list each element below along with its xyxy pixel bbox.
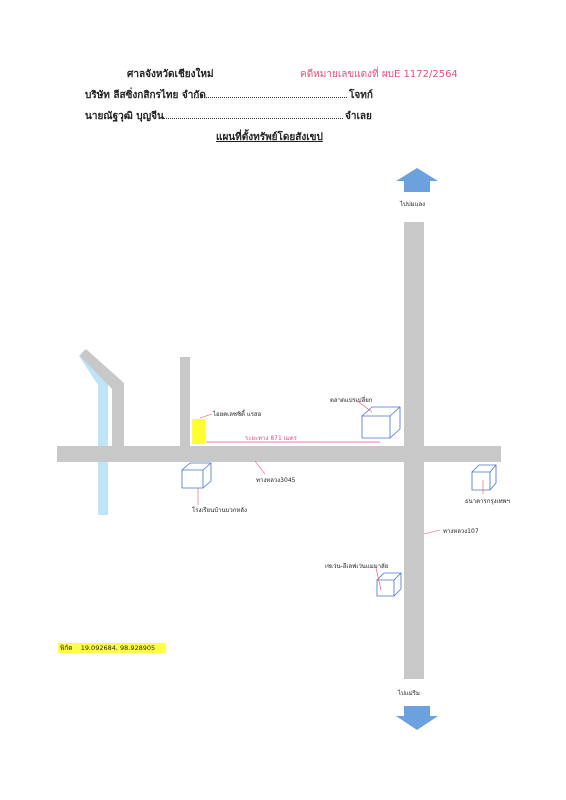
plaintiff-dotted-line (192, 97, 347, 98)
property-label: ไอยคเลซซิตี้ แรสอ (213, 411, 262, 418)
south-direction-label: ไปแม่ริม (398, 690, 420, 697)
court-name: ศาลจังหวัดเชียงใหม่ (127, 69, 214, 80)
property-marker (192, 419, 205, 444)
road-107-label: ทางหลวง107 (443, 528, 479, 535)
bank-label: ธนาคารกรุงเทพฯ (465, 498, 510, 505)
north-direction-label: ไปบ่มแลง (400, 201, 426, 208)
coordinates-value: 19.092684, 98.928905 (80, 644, 156, 652)
road-3045 (57, 446, 501, 462)
market-building-icon (361, 406, 401, 439)
coordinates-box: พิกัด 19.092684, 98.928905 (58, 643, 165, 653)
school-label: โรงเรียนบ้านบวกหลัง (192, 507, 247, 514)
case-number: คดีหมายเลขแดงที่ ผบE 1172/2564 (300, 69, 458, 80)
defendant-role: จำเลย (345, 111, 372, 122)
north-arrow-icon (396, 168, 438, 192)
south-arrow-icon (396, 706, 438, 730)
distance-label: ระยะทาง 871 เมตร (245, 435, 297, 442)
side-road (180, 357, 190, 446)
map-title: แผนที่ตั้งทรัพย์โดยสังเขป (216, 132, 323, 143)
label-pointers (197, 399, 484, 591)
seven-eleven-label: เซเว่น-อีเลฟเว่นแมมาลัย (325, 563, 389, 570)
plaintiff-role: โจทก์ (349, 90, 373, 101)
defendant-name: นายณัฐวุฒิ บุญจีน (85, 111, 164, 122)
road-107 (404, 222, 424, 679)
market-label: ตลาดแปรเปลี่ยก (330, 397, 373, 404)
coordinates-label: พิกัด (60, 644, 73, 652)
diagonal-road (80, 349, 124, 446)
river (79, 350, 108, 515)
school-building-icon (181, 462, 212, 489)
bank-building-icon (471, 464, 497, 491)
defendant-dotted-line (163, 118, 343, 119)
plaintiff-name: บริษัท ลีสซิ่งกสิกรไทย จำกัด (85, 90, 206, 101)
seven-eleven-building-icon (376, 572, 402, 597)
road-3045-label: ทางหลวง3045 (256, 477, 296, 484)
